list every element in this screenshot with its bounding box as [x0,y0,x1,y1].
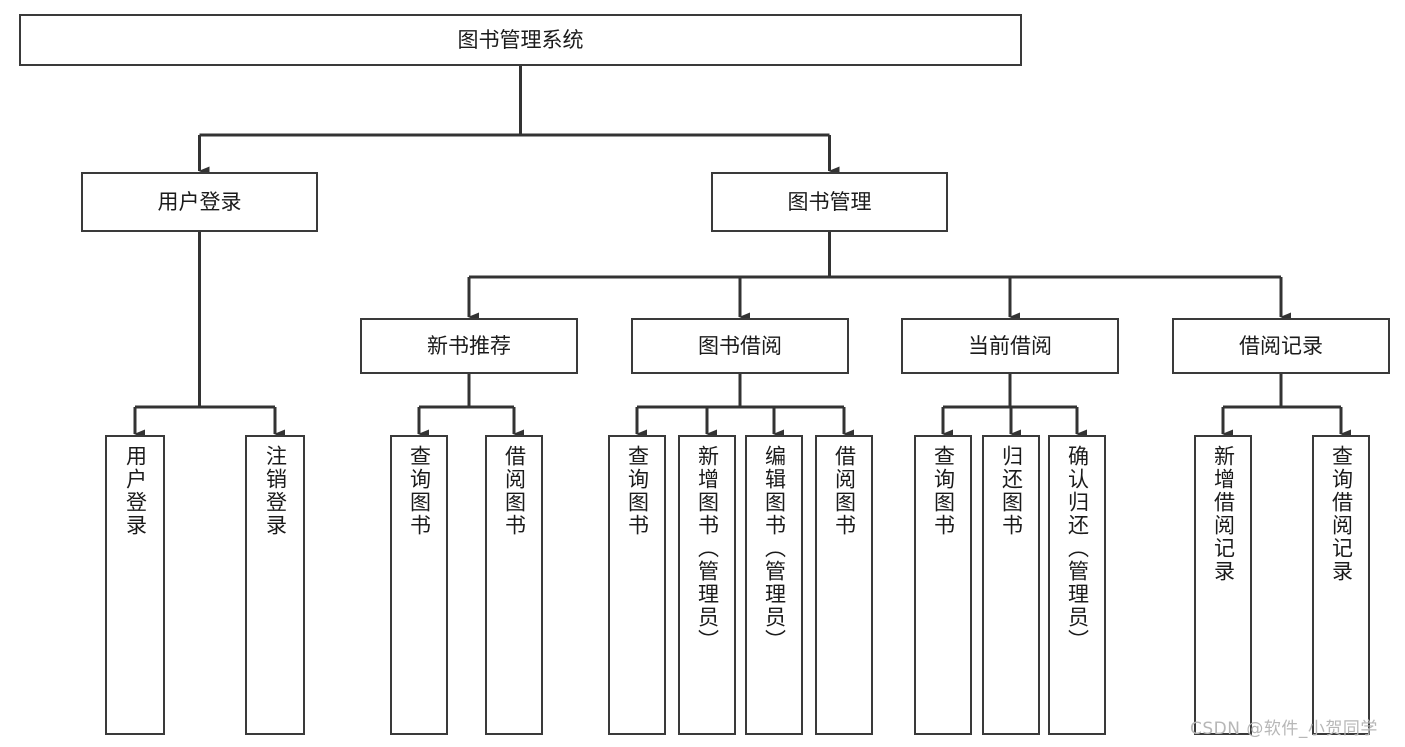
node-leaf-rec-add[interactable]: 新增借阅记录 [1194,435,1252,735]
node-borrow-record[interactable]: 借阅记录 [1172,318,1390,374]
node-new-book-rec[interactable]: 新书推荐 [360,318,578,374]
node-leaf-borrow-query[interactable]: 查询图书 [608,435,666,735]
node-leaf-borrow-add[interactable]: 新增图书（管理员） [678,435,736,735]
node-leaf-cur-query[interactable]: 查询图书 [914,435,972,735]
node-label: 归还图书 [999,445,1024,537]
node-current-borrow[interactable]: 当前借阅 [901,318,1119,374]
node-leaf-rec-query[interactable]: 查询图书 [390,435,448,735]
watermark-text: CSDN @软件_小贺同学 [1190,719,1378,739]
node-label: 查询图书 [625,445,650,537]
node-label: 新增借阅记录 [1211,445,1236,583]
node-book-borrow[interactable]: 图书借阅 [631,318,849,374]
node-label: 确认归还（管理员） [1065,445,1090,652]
node-user-login[interactable]: 用户登录 [81,172,318,232]
node-root[interactable]: 图书管理系统 [19,14,1022,66]
node-label: 注销登录 [263,445,288,537]
node-leaf-borrow-lend[interactable]: 借阅图书 [815,435,873,735]
node-label: 新书推荐 [427,333,511,358]
node-label: 用户登录 [157,189,242,214]
node-label: 图书管理 [787,189,872,214]
node-label: 图书借阅 [698,333,782,358]
node-label: 查询借阅记录 [1329,445,1354,583]
node-label: 编辑图书（管理员） [762,445,787,652]
node-label: 用户登录 [123,445,148,537]
node-label: 图书管理系统 [457,27,584,52]
node-book-manage[interactable]: 图书管理 [711,172,948,232]
node-leaf-borrow-edit[interactable]: 编辑图书（管理员） [745,435,803,735]
node-leaf-rec-search[interactable]: 查询借阅记录 [1312,435,1370,735]
node-leaf-cur-confirm[interactable]: 确认归还（管理员） [1048,435,1106,735]
node-label: 借阅图书 [502,445,527,537]
node-leaf-cur-return[interactable]: 归还图书 [982,435,1040,735]
node-leaf-user-logout[interactable]: 注销登录 [245,435,305,735]
node-label: 当前借阅 [968,333,1052,358]
node-label: 借阅记录 [1239,333,1323,358]
node-label: 查询图书 [931,445,956,537]
node-leaf-user-login[interactable]: 用户登录 [105,435,165,735]
node-leaf-rec-borrow[interactable]: 借阅图书 [485,435,543,735]
node-label: 新增图书（管理员） [695,445,720,652]
node-label: 查询图书 [407,445,432,537]
node-label: 借阅图书 [832,445,857,537]
